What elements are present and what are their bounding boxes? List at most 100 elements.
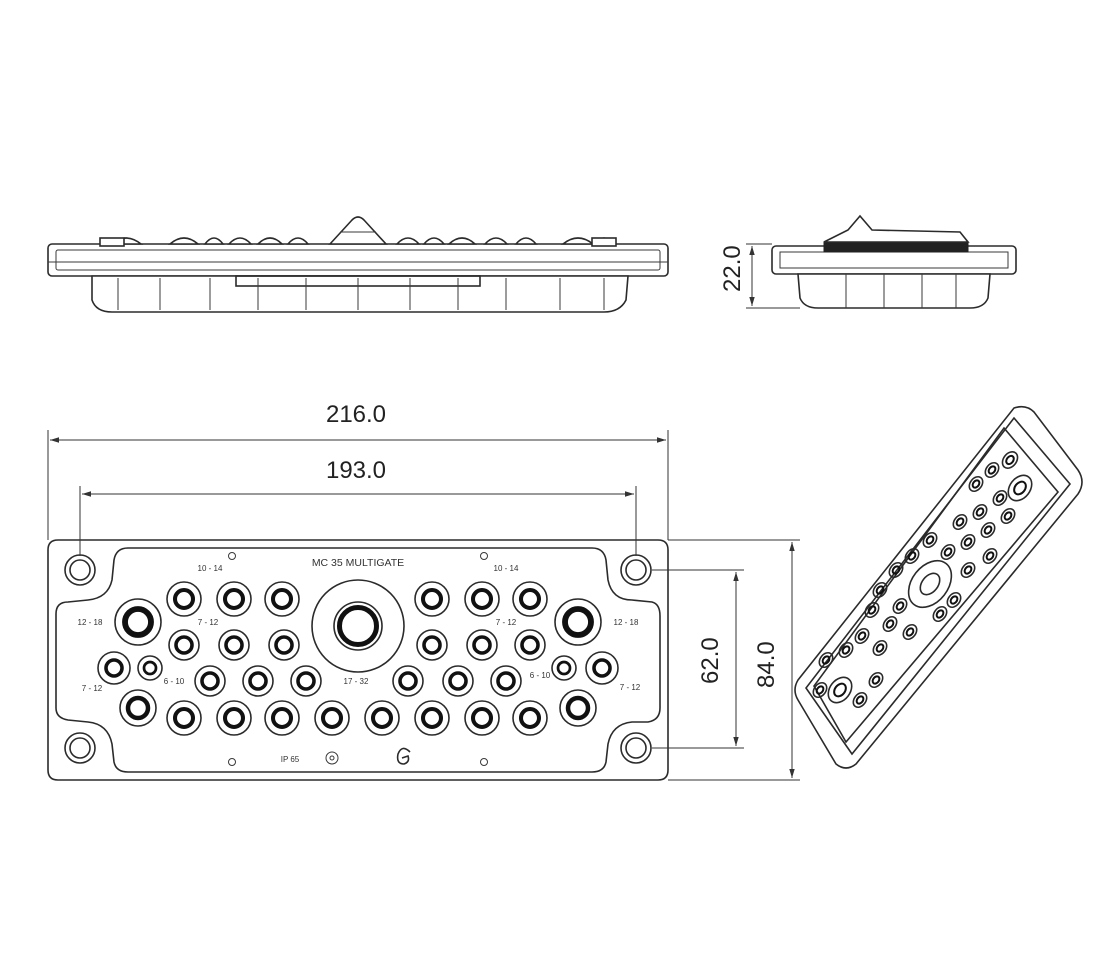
front-view-dome: [483, 237, 509, 245]
front-view-dome: [514, 237, 538, 245]
grommet: [166, 700, 202, 736]
front-view-dome: [395, 237, 421, 245]
range-label-left-upper: 12 - 18: [78, 618, 103, 627]
isometric-center-grommet: [907, 559, 953, 609]
range-label-right-lower: 7 - 12: [620, 683, 641, 692]
mounting-hole-bottom-left: [64, 732, 96, 764]
grommet: [414, 700, 450, 736]
range-label-right-small: 6 - 10: [530, 671, 551, 680]
center-grommet: [311, 579, 405, 673]
isometric-grommet: [882, 615, 898, 633]
isometric-grommet: [940, 543, 956, 561]
front-view-dome: [286, 237, 310, 245]
isometric-grommet: [852, 691, 868, 709]
grommet: [242, 665, 274, 697]
grommet: [551, 655, 577, 681]
range-label-left-lower: 7 - 12: [82, 684, 103, 693]
isometric-view: [794, 405, 1083, 769]
front-elevation-view: [47, 216, 669, 313]
isometric-grommet: [982, 547, 998, 565]
isometric-grommet: [902, 623, 918, 641]
grommet: [166, 581, 202, 617]
isometric-grommet: [868, 671, 884, 689]
grommet: [514, 629, 546, 661]
isometric-grommet: [1000, 507, 1016, 525]
grommet: [442, 665, 474, 697]
isometric-grommet: [946, 591, 962, 609]
grommet: [119, 689, 157, 727]
isometric-grommet: [984, 461, 1000, 479]
front-view-dome: [203, 237, 225, 245]
isometric-grommet: [980, 521, 996, 539]
front-view-dome: [256, 237, 284, 245]
hole-spacing-height-dimension: 62.0: [697, 637, 724, 684]
range-label-left-mid: 7 - 12: [198, 618, 219, 627]
isometric-grommet: [904, 547, 920, 565]
front-view-grommet-domes: [99, 237, 617, 247]
certification-mark-icon: [325, 751, 339, 765]
grommet: [416, 629, 448, 661]
model-label: MC 35 MULTIGATE: [312, 557, 404, 569]
isometric-grommet: [812, 681, 828, 699]
range-label-right-mid: 7 - 12: [496, 618, 517, 627]
depth-dimension-label: 22.0: [719, 245, 746, 292]
hole-spacing-width-dimension: 193.0: [326, 457, 386, 484]
grommet: [264, 700, 300, 736]
range-label-right-upper: 12 - 18: [614, 618, 639, 627]
plan-view: MC 35 MULTIGATE 10 - 14 10 - 14 12 - 18 …: [47, 539, 669, 781]
logo-mark-icon: [396, 747, 411, 765]
isometric-grommets: [812, 451, 1033, 709]
grommet: [168, 629, 200, 661]
grommet: [392, 665, 424, 697]
overall-width-dimension: 216.0: [326, 401, 386, 428]
grommet: [216, 700, 252, 736]
front-view-dome: [167, 237, 201, 245]
front-view-dome: [560, 237, 596, 245]
isometric-grommet: [892, 597, 908, 615]
isometric-grommet: [992, 489, 1008, 507]
grommet: [559, 689, 597, 727]
grommet: [97, 651, 131, 685]
isometric-grommet: [888, 561, 904, 579]
isometric-grommet: [932, 605, 948, 623]
grommet: [466, 629, 498, 661]
isometric-grommet: [972, 503, 988, 521]
rating-label: IP 65: [281, 755, 300, 764]
grommet: [194, 665, 226, 697]
range-label-left-small: 6 - 10: [164, 677, 185, 686]
grommet: [290, 665, 322, 697]
isometric-grommet: [854, 627, 870, 645]
isometric-grommet: [952, 513, 968, 531]
grommet: [137, 655, 163, 681]
grommet: [490, 665, 522, 697]
isometric-grommet: [838, 641, 854, 659]
mounting-hole-bottom-right: [620, 732, 652, 764]
isometric-grommet: [1007, 474, 1033, 502]
grommet: [314, 700, 350, 736]
isometric-grommet: [960, 561, 976, 579]
isometric-grommet: [864, 601, 880, 619]
overall-height-dimension: 84.0: [753, 641, 780, 688]
range-label-top-left: 10 - 14: [198, 564, 223, 573]
isometric-grommet: [872, 639, 888, 657]
isometric-grommet: [922, 531, 938, 549]
plan-dimensions: 216.0 193.0 62.0 84.0: [47, 401, 800, 781]
range-label-top-right: 10 - 14: [494, 564, 519, 573]
grommet: [464, 700, 500, 736]
grommet: [264, 581, 300, 617]
front-view-dome: [422, 237, 446, 245]
grommet: [512, 581, 548, 617]
grommet: [114, 598, 162, 646]
front-view-dome: [446, 237, 478, 245]
isometric-grommet: [872, 581, 888, 599]
side-elevation-view: 22.0: [719, 214, 1017, 309]
grommet: [464, 581, 500, 617]
grommet: [216, 581, 252, 617]
isometric-grommet: [1001, 451, 1019, 469]
isometric-grommet: [818, 651, 834, 669]
grommet: [414, 581, 450, 617]
grommet: [554, 598, 602, 646]
range-label-center: 17 - 32: [344, 677, 369, 686]
grommet: [364, 700, 400, 736]
